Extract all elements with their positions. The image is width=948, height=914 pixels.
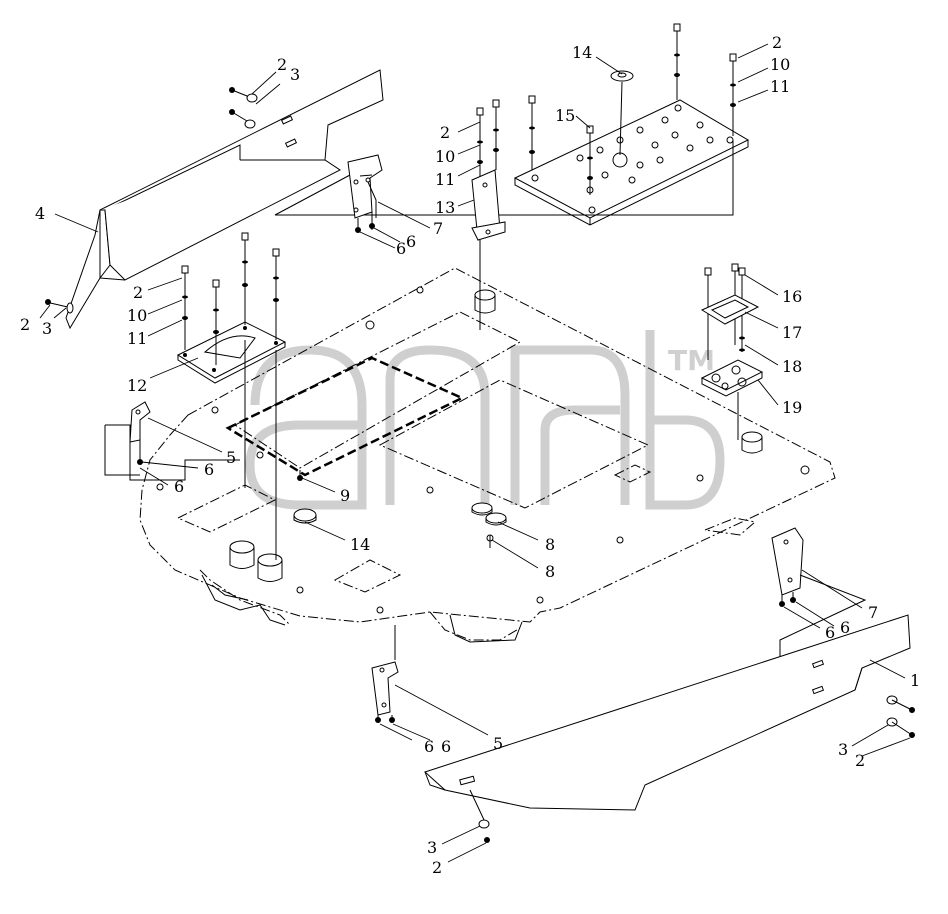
callout-7: 7 — [433, 219, 443, 238]
front-right-cover — [424, 614, 911, 811]
callout-9: 9 — [340, 486, 350, 505]
left-cover-fasteners — [45, 87, 258, 314]
bracket-7-top — [347, 154, 383, 233]
callout-14: 14 — [350, 535, 370, 554]
callout-labels: 2 3 14 2 10 11 15 2 10 11 13 7 6 6 4 2 1… — [20, 33, 920, 877]
bracket-5-bottom — [371, 625, 399, 723]
callout-2: 2 — [277, 55, 287, 74]
callout-6: 6 — [204, 460, 214, 479]
plugs-middle — [293, 470, 507, 548]
callout-6: 6 — [174, 477, 184, 496]
front-cover-fasteners — [469, 695, 915, 843]
callout-14: 14 — [572, 43, 592, 62]
hinge-bracket-left — [104, 401, 240, 481]
bracket-7-right — [771, 527, 867, 660]
callout-16: 16 — [782, 287, 802, 306]
callout-12: 12 — [127, 376, 147, 395]
callout-17: 17 — [782, 323, 802, 342]
callout-6: 6 — [396, 239, 406, 258]
top-cover-plate — [513, 99, 750, 226]
callout-19: 19 — [782, 398, 802, 417]
callout-5: 5 — [226, 448, 236, 467]
callout-3: 3 — [427, 838, 437, 857]
callout-2: 2 — [440, 123, 450, 142]
callout-10: 10 — [770, 55, 790, 74]
callout-2: 2 — [772, 33, 782, 52]
left-side-cover — [65, 69, 384, 330]
callout-3: 3 — [838, 740, 848, 759]
callout-11: 11 — [127, 329, 147, 348]
callout-3: 3 — [42, 319, 52, 338]
callout-10: 10 — [435, 147, 455, 166]
plug-top — [610, 70, 634, 156]
callout-8: 8 — [545, 562, 555, 581]
callout-6: 6 — [825, 623, 835, 642]
plate-12 — [176, 232, 287, 560]
callout-1: 1 — [910, 671, 920, 690]
watermark: TM — [245, 330, 725, 510]
bracket-13 — [471, 169, 506, 330]
watermark-trademark: TM — [668, 344, 715, 377]
callout-7: 7 — [868, 603, 878, 622]
callout-2: 2 — [855, 751, 865, 770]
callout-4: 4 — [35, 204, 45, 223]
callout-10: 10 — [127, 306, 147, 325]
callout-3: 3 — [290, 65, 300, 84]
leader-lines — [39, 43, 911, 863]
callout-15: 15 — [555, 106, 575, 125]
callout-8: 8 — [545, 535, 555, 554]
callout-11: 11 — [770, 77, 790, 96]
callout-2: 2 — [20, 315, 30, 334]
bolt-stacks-top — [274, 23, 737, 216]
callout-2: 2 — [133, 283, 143, 302]
callout-6: 6 — [441, 737, 451, 756]
callout-6: 6 — [840, 618, 850, 637]
callout-6: 6 — [424, 737, 434, 756]
callout-6: 6 — [406, 232, 416, 251]
callout-18: 18 — [782, 357, 802, 376]
parts-16-19 — [700, 263, 764, 440]
callout-13: 13 — [435, 198, 455, 217]
callout-11: 11 — [435, 170, 455, 189]
floor-plate — [139, 267, 836, 643]
callout-2: 2 — [432, 858, 442, 877]
callout-5: 5 — [493, 734, 503, 753]
